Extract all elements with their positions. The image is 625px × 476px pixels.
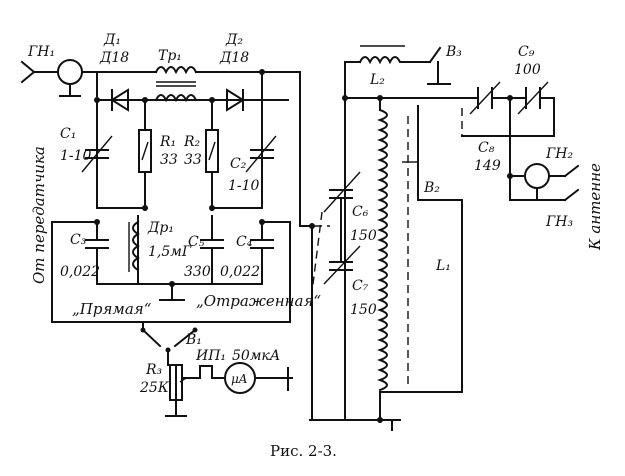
label-dr1-a: Др₁ [147,220,174,236]
label-c9-a: С₉ [518,44,535,60]
label-c6-b: 150 [350,228,377,244]
label-c8-b: 149 [474,158,501,174]
label-tr1: Тр₁ [158,48,182,64]
switch-b1 [140,327,198,353]
label-c1-a: С₁ [60,126,76,142]
wiring [20,60,566,431]
capacitor-c2 [245,135,277,173]
potentiometer-r3 [165,364,187,417]
label-r2-a: R₂ [183,134,201,150]
capacitor-c3 [85,239,109,263]
label-c8-a: С₈ [478,140,495,156]
resistor-r2 [205,129,219,173]
label-c1-b: 1-10 [60,148,92,164]
label-r1-a: R₁ [159,134,176,150]
label-d2-a: Д₂ [225,32,243,48]
label-gn2: ГН₂ [545,146,573,162]
label-dr1-b: 1,5мГ [148,244,192,260]
capacitor-c8 [469,81,501,115]
gn1-socket [57,59,83,97]
switch-b3 [427,46,451,85]
label-c4-a: С₄ [236,234,253,250]
transformer-tr1 [154,66,198,103]
label-c3-b: 0,022 [60,264,100,280]
label-reflected: „Отраженная“ [196,292,321,310]
capacitor-c9 [517,81,549,115]
label-c5-a: С₅ [188,234,205,250]
capacitor-c4 [250,239,274,263]
choke-dr1 [128,220,140,285]
label-r2-b: 33 [184,152,202,168]
inductor-l1 [377,108,418,392]
label-c3-a: С₃ [70,232,87,248]
label-to-antenna: К антенне [586,163,604,251]
label-c7-a: С₇ [352,278,369,294]
label-c6-a: С₆ [352,204,369,220]
label-c7-b: 150 [350,302,377,318]
label-l2: L₂ [369,72,385,88]
label-from-transmitter: От передатчика [30,146,48,284]
figure-caption: Рис. 2-3. [270,442,337,460]
label-c4-b: 0,022 [220,264,260,280]
diode-d1 [110,88,129,112]
label-meter-range: 50мкА [232,348,280,364]
label-d1-a: Д₁ [103,32,121,48]
meter-ip1 [224,362,256,394]
label-c9-b: 100 [514,62,541,78]
c6-c7-ganging [311,211,323,293]
label-b1: В₁ [185,332,202,348]
label-r3-b: 25К [139,380,170,396]
inductor-l2 [358,45,406,65]
label-b2: В₂ [423,180,440,196]
label-meter-symbol: μA [231,372,248,386]
gn2-socket [524,163,580,202]
label-c5-b: 330 [184,264,211,280]
label-gn1: ГН₁ [27,44,55,60]
label-r1-b: 33 [160,152,178,168]
label-d2-b: Д18 [219,50,249,66]
label-direct: „Прямая“ [72,300,152,318]
label-d1-b: Д18 [99,50,129,66]
capacitor-c1 [81,135,113,173]
label-gn3: ГН₃ [545,214,573,230]
label-l1: L₁ [435,258,451,274]
label-c2-a: С₂ [230,156,247,172]
label-c2-b: 1-10 [228,178,260,194]
label-r3-a: R₃ [145,362,163,378]
junction-dots [94,69,513,423]
label-ip1: ИП₁ [195,348,226,364]
labels: ГН₁ Д₁ Д18 Тр₁ Д₂ Д18 С₁ 1-10 R₁ 33 R₂ 3… [27,32,604,460]
diode-d2 [226,88,245,112]
capacitor-c5 [200,239,224,263]
label-b3: В₃ [445,44,462,60]
resistor-r1 [138,129,152,173]
